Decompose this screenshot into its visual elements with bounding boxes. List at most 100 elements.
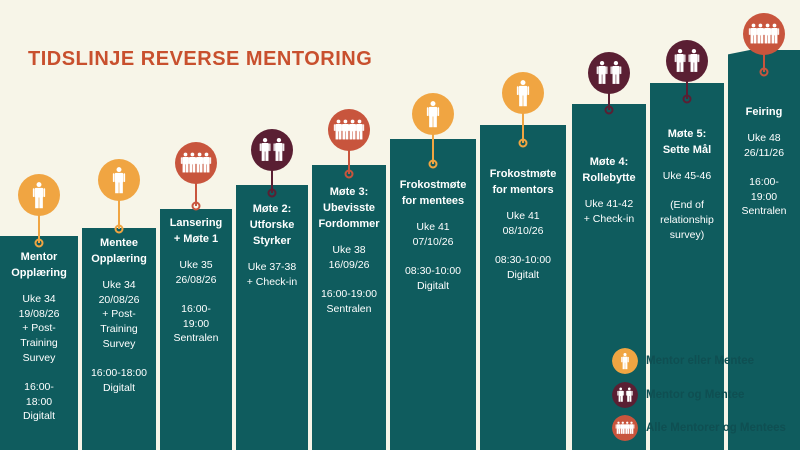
milestone-column-bg: [728, 50, 800, 450]
milestone-detail-line: Uke 34: [102, 278, 136, 291]
milestone-detail-line: 16:00-: [24, 381, 54, 393]
milestone-detail-line: Training: [100, 322, 138, 335]
milestone-detail-line: [728, 160, 800, 175]
milestone-title-line: Sette Mål: [662, 143, 712, 156]
milestone-column-bg: [390, 139, 476, 450]
pin-dot: [344, 169, 354, 179]
page-title: TIDSLINJE REVERSE MENTORING: [28, 48, 373, 70]
milestone-detail-line: 16:00-19:00: [320, 287, 378, 300]
milestone-marker: [412, 93, 454, 169]
milestone-title-line: Mentee: [100, 237, 138, 249]
milestone-title-line: Mentor: [20, 251, 58, 263]
milestone-detail-line: Digitalt: [506, 268, 540, 281]
milestone-title-line: Møte 4:: [589, 156, 629, 168]
pin-dot: [34, 238, 44, 248]
milestone-title-line: Ubevisste: [323, 201, 375, 214]
milestone-title: Lansering + Møte 1: [160, 216, 232, 248]
milestone-title: Feiring: [728, 105, 800, 121]
milestone-detail-line: Sentralen: [173, 332, 219, 345]
milestone-detail-line: Uke 41: [506, 209, 540, 222]
milestone-column-bg: [0, 236, 78, 450]
milestone-detail-line: Uke 41-42: [584, 197, 634, 210]
milestone-marker: [18, 174, 60, 248]
milestone-detail-line: Sentralen: [741, 205, 787, 218]
pin-dot: [759, 67, 769, 77]
pin-dot: [428, 159, 438, 169]
milestone-column-bg: [650, 83, 724, 450]
group-icon: [612, 415, 638, 441]
milestone-marker: [666, 40, 708, 104]
milestone-detail-line: Digitalt: [416, 279, 450, 292]
milestone-title-line: Lansering: [169, 217, 223, 229]
milestone-detail-line: 20/08/26: [98, 293, 140, 306]
milestone-title-line: Opplæring: [11, 266, 67, 279]
milestone-detail-line: relationship: [660, 213, 714, 226]
milestone-detail-line: Uke 35: [179, 258, 213, 271]
milestone-title-line: Opplæring: [91, 252, 147, 265]
milestone-detail-line: + Check-in: [246, 275, 298, 288]
milestone-detail-line: 26/08/26: [175, 273, 217, 286]
milestone-detail-line: Uke 45-46: [662, 169, 712, 182]
milestone-detail-line: 08/10/26: [502, 224, 544, 237]
milestone-detail-line: 16/09/26: [328, 258, 370, 271]
pin-dot: [682, 94, 692, 104]
person-icon: [412, 93, 454, 135]
milestone-detail-line: (End of: [670, 199, 704, 212]
milestone-title-line: for mentees: [401, 194, 465, 207]
milestone-title-line: Fordommer: [318, 217, 380, 230]
person-icon: [612, 348, 638, 374]
milestone-detail-line: [313, 272, 385, 287]
milestone-detail-line: 16:00-18:00: [90, 367, 148, 379]
milestone-title: Møte 5:Sette Mål: [651, 127, 723, 159]
pin-dot: [604, 105, 614, 115]
milestone-title-line: Frokostmøte: [489, 168, 557, 180]
milestone-detail-line: 16:00-: [181, 302, 211, 315]
pin-dot: [191, 201, 201, 211]
milestone-marker: [743, 13, 785, 77]
legend-item: Mentor og Mentee: [612, 382, 744, 408]
milestone-column-bg: [236, 185, 308, 450]
pair-icon: [612, 382, 638, 408]
milestone-detail-line: Digitalt: [22, 410, 56, 423]
milestone-marker: [502, 72, 544, 148]
milestone-title-line: + Møte 1: [173, 232, 219, 245]
legend-label: Alle Mentorer og Mentees: [646, 422, 786, 434]
legend-label: Mentor og Mentee: [646, 389, 745, 401]
milestone-detail-line: Training: [20, 336, 58, 349]
milestone-marker: [251, 129, 293, 198]
milestone-detail-line: 19/08/26: [18, 307, 60, 320]
milestone-title: Møte 4: Rollebytte: [573, 155, 645, 187]
milestone-title-line: Rollebytte: [582, 171, 636, 184]
milestone-detail-line: + Post-: [102, 308, 136, 321]
pair-icon: [251, 129, 293, 171]
person-icon: [502, 72, 544, 114]
group-icon: [743, 13, 785, 55]
pin-dot: [518, 138, 528, 148]
milestone-detail-line: [160, 287, 232, 302]
group-icon: [175, 142, 217, 184]
milestone-detail-line: 19:00: [750, 190, 778, 203]
milestone-detail-line: Sentralen: [326, 302, 372, 315]
milestone-detail-line: survey): [669, 228, 705, 241]
milestone-detail-line: Uke 37-38: [247, 260, 297, 273]
milestone-title-line: Feiring: [745, 106, 783, 118]
milestone-marker: [588, 52, 630, 115]
milestone-detail-line: + Post-: [22, 322, 56, 335]
